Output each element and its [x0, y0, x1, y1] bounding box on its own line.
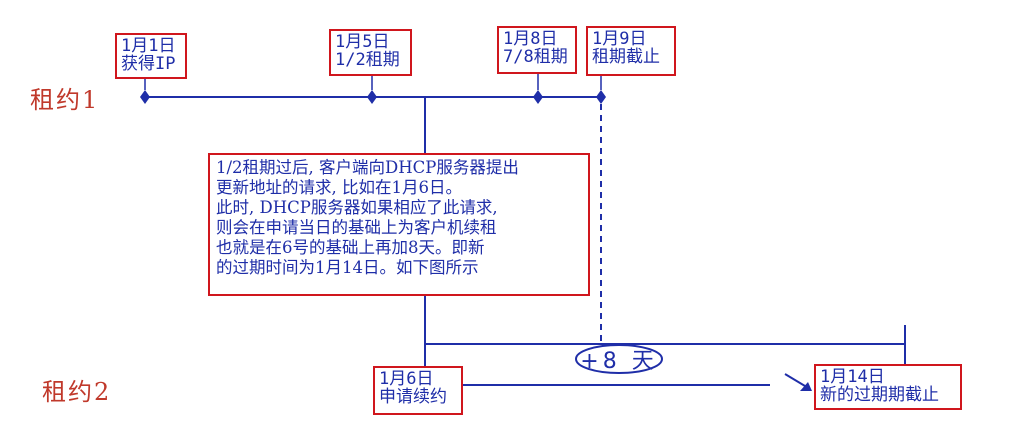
tick-jan9: [596, 90, 606, 104]
note-line: 也就是在6号的基础上再加8天。即新: [216, 238, 485, 257]
event-date: 1月1日: [121, 36, 176, 56]
event-box-jan5: 1月5日 1/2租期: [329, 29, 412, 76]
event-desc: 获得IP: [121, 54, 176, 74]
event-desc: 新的过期期截止: [820, 385, 939, 405]
event-box-jan8: 1月8日 7/8租期: [497, 26, 577, 74]
arrow-head: [800, 382, 812, 391]
event-box-jan14: 1月14日 新的过期期截止: [814, 364, 962, 410]
event-desc: 7/8租期: [503, 47, 568, 67]
tick-jan1: [140, 90, 150, 104]
note-line: 1/2租期过后, 客户端向DHCP服务器提出: [216, 158, 519, 177]
extension-ellipse: [575, 344, 663, 374]
note-line: 更新地址的请求, 比如在1月6日。: [216, 178, 462, 197]
event-date: 1月9日: [592, 29, 647, 49]
tick-jan8: [533, 90, 543, 104]
event-desc: 申请续约: [379, 387, 447, 407]
event-date: 1月6日: [379, 369, 434, 389]
event-desc: 1/2租期: [335, 50, 400, 70]
lease2-label: 租约2: [42, 378, 112, 406]
note-line: 的过期时间为1月14日。如下图所示: [216, 258, 479, 277]
tick-jan5: [367, 90, 377, 104]
event-date: 1月14日: [820, 367, 885, 387]
event-box-jan1: 1月1日 获得IP: [115, 33, 187, 79]
event-box-jan9: 1月9日 租期截止: [586, 26, 676, 76]
event-desc: 租期截止: [592, 47, 660, 67]
event-date: 1月8日: [503, 29, 558, 49]
note-line: 此时, DHCP服务器如果相应了此请求,: [216, 198, 498, 217]
event-box-jan6: 1月6日 申请续约: [373, 366, 463, 415]
explanation-note: 1/2租期过后, 客户端向DHCP服务器提出 更新地址的请求, 比如在1月6日。…: [208, 153, 590, 296]
extension-label: +8 天: [580, 349, 658, 374]
note-line: 则会在申请当日的基础上为客户机续租: [216, 218, 497, 237]
event-date: 1月5日: [335, 32, 390, 52]
lease1-label: 租约1: [30, 86, 100, 114]
